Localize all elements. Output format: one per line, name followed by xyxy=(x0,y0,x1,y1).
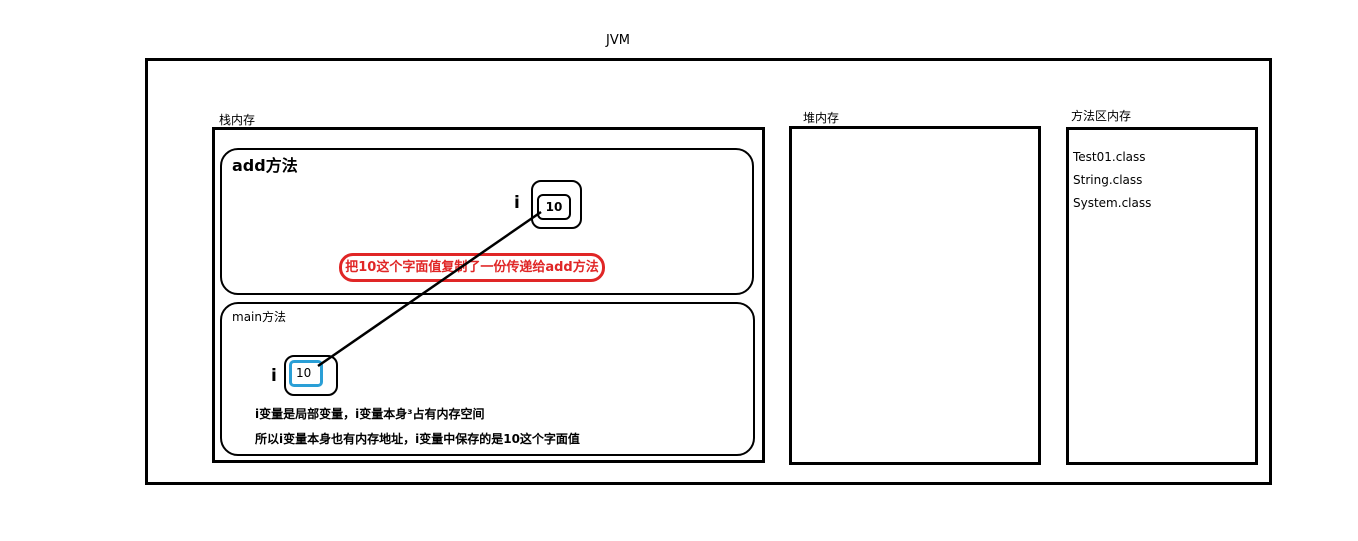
jvm-frame xyxy=(145,58,1272,485)
add-var-value: 10 xyxy=(537,194,571,220)
add-method-title: add方法 xyxy=(232,156,298,175)
main-var-cell xyxy=(284,355,338,396)
stack-memory-label: 栈内存 xyxy=(219,113,256,127)
add-var-cell xyxy=(531,180,582,229)
main-note-2: 所以i变量本身也有内存地址，i变量中保存的是10这个字面值 xyxy=(255,432,580,446)
method-area-label: 方法区内存 xyxy=(1071,109,1132,123)
copy-annotation: 把10这个字面值复制了一份传递给add方法 xyxy=(339,253,605,282)
main-var-value: 10 xyxy=(289,360,323,387)
method-area-frame xyxy=(1066,127,1258,465)
jvm-title: JVM xyxy=(606,33,630,48)
main-var-name: i xyxy=(271,366,277,386)
main-method-title: main方法 xyxy=(232,310,286,324)
class-item-string: String.class xyxy=(1073,173,1143,187)
add-var-name: i xyxy=(514,193,520,213)
stack-memory-frame xyxy=(212,127,765,463)
heap-memory-label: 堆内存 xyxy=(803,111,840,125)
main-note-1: i变量是局部变量，i变量本身³占有内存空间 xyxy=(255,407,485,421)
heap-memory-frame xyxy=(789,126,1041,465)
class-item-test01: Test01.class xyxy=(1073,150,1146,164)
class-item-system: System.class xyxy=(1073,196,1152,210)
